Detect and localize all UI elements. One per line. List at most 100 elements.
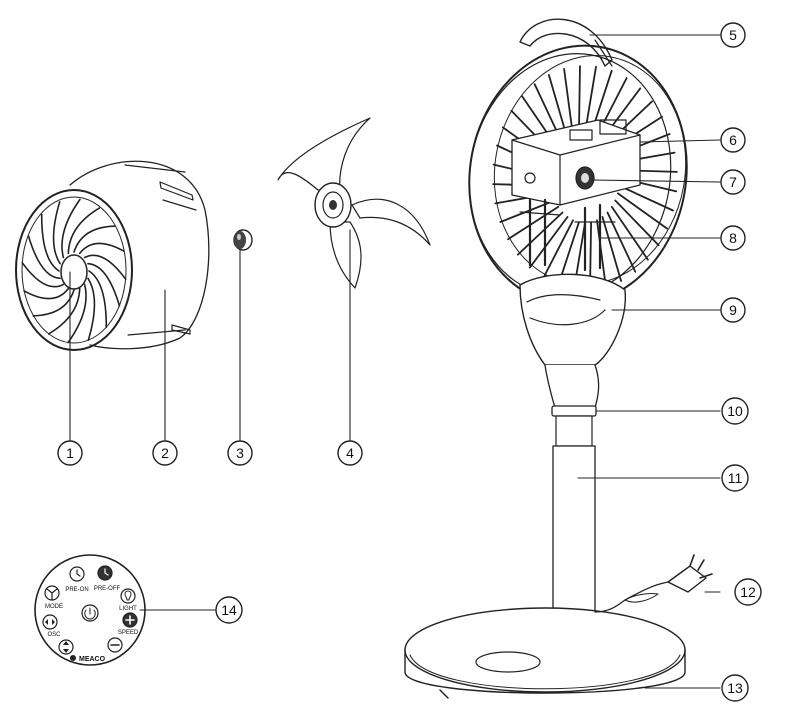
front-grille-spiral <box>47 287 81 335</box>
clock-icon <box>76 569 81 577</box>
height-collar <box>551 405 597 417</box>
rear-grille-spoke <box>507 206 560 241</box>
fan-blade-1 <box>277 117 371 193</box>
power-plug-body <box>667 565 707 593</box>
callout-7: 7 <box>720 169 746 195</box>
callout-1-label: 1 <box>66 445 74 461</box>
left-right-arrows-icon <box>45 619 55 625</box>
fan-icon <box>46 588 58 600</box>
bulb-icon <box>124 590 132 601</box>
handle-clip <box>594 39 613 67</box>
part-fan-blade <box>277 117 431 289</box>
osc-vertical-button-icon <box>58 639 74 655</box>
rear-grille-spoke <box>578 65 581 135</box>
neck-seam <box>526 293 601 303</box>
front-grille-spiral <box>52 201 61 265</box>
bracket-cross <box>519 211 616 223</box>
callout-5: 5 <box>720 22 746 48</box>
rear-grille-spoke <box>499 199 556 223</box>
fan-blade-shaft-hole <box>329 200 337 210</box>
callout-4-label: 4 <box>346 445 354 461</box>
rear-grille-spoke <box>528 216 569 269</box>
base-top <box>404 607 686 693</box>
base-foot-mark <box>439 689 449 699</box>
rear-grille-spoke <box>517 211 564 256</box>
callout-9: 9 <box>720 297 746 323</box>
callout-12: 12 <box>734 578 762 606</box>
power-cord-loop <box>624 593 659 603</box>
housing-rib <box>162 199 197 211</box>
front-grille-spiral <box>83 254 127 280</box>
callout-10-label: 10 <box>727 403 743 419</box>
front-grille-ring <box>15 189 133 351</box>
rear-grille-spoke <box>596 219 607 288</box>
speed-down-button-icon <box>107 637 123 653</box>
front-grille-spiral <box>21 262 65 288</box>
callout-8: 8 <box>720 225 746 251</box>
front-grille-spiral <box>87 262 121 307</box>
callout-3-label: 3 <box>236 445 244 461</box>
front-grille-spiral <box>61 198 81 259</box>
rear-grille-spoke <box>617 192 668 230</box>
light-button-icon <box>120 588 136 604</box>
housing-clip-bottom <box>171 324 191 335</box>
callout-9-label: 9 <box>729 302 737 318</box>
part-front-grille-and-rear-housing <box>15 160 210 351</box>
pre-off-label: PRE-OFF <box>94 586 121 592</box>
motor-detail-2 <box>599 119 627 135</box>
callout-14-label: 14 <box>221 602 237 618</box>
rear-grille-spoke <box>601 216 622 282</box>
assembled-fan <box>404 18 713 699</box>
front-grille-center-cap <box>60 254 88 290</box>
power-symbol-icon <box>84 607 96 620</box>
neck-cover <box>519 273 626 366</box>
housing-seam-top <box>124 164 186 173</box>
mode-button-icon <box>44 585 60 601</box>
remote-control: PRE-ON PRE-OFF MODE LIGHT OSC SPEED MEAC… <box>34 554 146 666</box>
spinner-nut-face <box>234 231 246 249</box>
callout-7-label: 7 <box>729 174 737 190</box>
pre-on-label: PRE-ON <box>65 587 88 593</box>
callout-4: 4 <box>337 440 363 466</box>
callout-5-label: 5 <box>729 27 737 43</box>
base-display <box>475 651 541 673</box>
neck-taper <box>544 364 600 409</box>
front-grille-inner-ring <box>21 196 127 344</box>
fan-blade-2 <box>351 198 431 246</box>
osc-label: OSC <box>47 632 61 638</box>
front-grille-spiral <box>67 207 101 255</box>
front-grille-spiral <box>88 270 108 329</box>
front-grille-spiral <box>78 242 125 255</box>
motor-shaft <box>581 173 589 183</box>
osc-horizontal-button-icon <box>42 614 58 630</box>
up-down-arrows-icon <box>63 641 69 653</box>
base-rim <box>404 649 686 694</box>
base-rim-inner <box>409 654 681 690</box>
front-grille-spiral <box>67 283 87 344</box>
callout-10: 10 <box>721 397 749 425</box>
callout-13: 13 <box>721 674 749 702</box>
front-grille-spiral <box>87 277 96 341</box>
callout-11: 11 <box>721 464 749 492</box>
rear-grille-spoke <box>618 184 674 212</box>
bracket-right <box>583 203 602 272</box>
callout-12-label: 12 <box>740 584 756 600</box>
motor-detail-1 <box>569 129 593 141</box>
part-spinner-nut <box>233 229 253 251</box>
spinner-nut-highlight <box>237 234 241 240</box>
leader-lines <box>69 34 721 689</box>
bracket-left <box>528 198 547 267</box>
front-grille-spiral <box>32 289 75 317</box>
rear-housing <box>69 160 210 350</box>
plus-icon <box>125 615 135 625</box>
callout-6: 6 <box>720 127 746 153</box>
carry-handle <box>519 18 613 67</box>
leader-7 <box>591 179 721 183</box>
callout-6-label: 6 <box>729 132 737 148</box>
callout-11-label: 11 <box>728 470 743 486</box>
motor-housing <box>511 119 641 206</box>
callout-13-label: 13 <box>727 680 743 696</box>
neck-seam-2 <box>529 309 606 326</box>
callout-2-label: 2 <box>161 445 169 461</box>
